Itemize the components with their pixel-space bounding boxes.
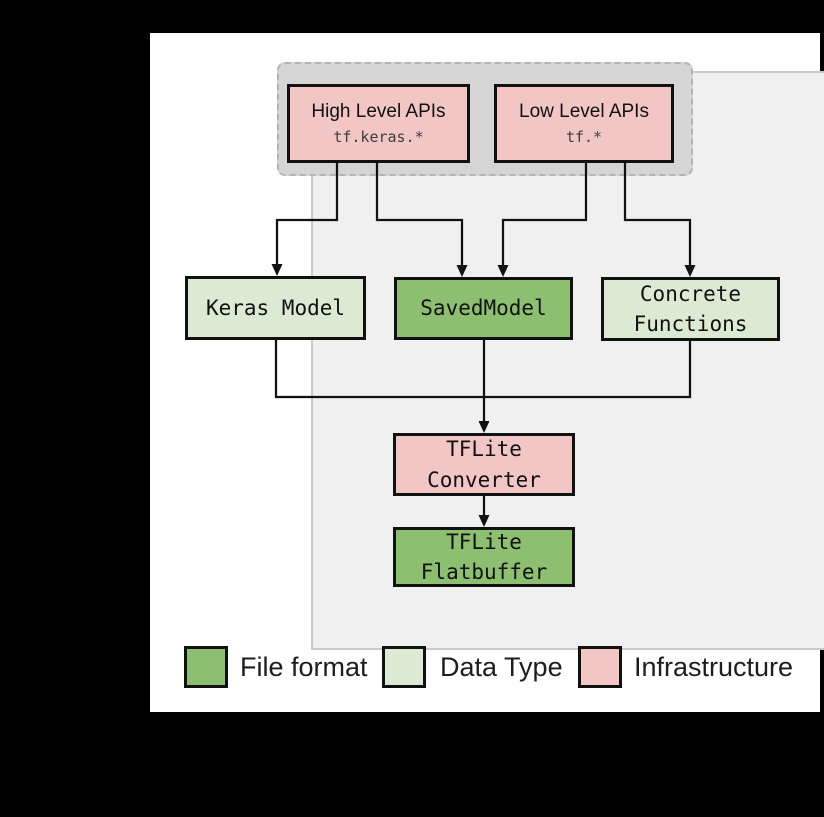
legend-label-file-format: File format — [240, 651, 368, 682]
node-keras-model: Keras Model — [185, 276, 366, 340]
node-concrete-functions: Concrete Functions — [601, 277, 780, 341]
legend-swatch-data-type — [382, 646, 426, 688]
node-tflite-converter: TFLite Converter — [393, 433, 575, 496]
node-saved-model-label: SavedModel — [420, 296, 547, 321]
node-high-level-apis: High Level APIs tf.keras.* — [287, 84, 470, 163]
node-keras-model-label: Keras Model — [205, 295, 346, 320]
node-tflite-flatbuffer: TFLite Flatbuffer — [393, 527, 575, 587]
node-high-level-apis-sublabel: tf.keras.* — [333, 127, 424, 146]
node-concrete-functions-label: Concrete Functions — [633, 281, 748, 336]
node-low-level-apis: Low Level APIs tf.* — [494, 84, 674, 163]
legend-swatch-file-format — [184, 646, 228, 688]
node-low-level-apis-label: Low Level APIs — [519, 101, 649, 123]
node-saved-model: SavedModel — [394, 277, 573, 340]
legend-swatch-infrastructure — [578, 646, 622, 688]
node-tflite-flatbuffer-label: TFLite Flatbuffer — [420, 529, 548, 584]
node-tflite-converter-label: TFLite Converter — [427, 437, 541, 492]
legend-label-infrastructure: Infrastructure — [634, 651, 794, 682]
node-low-level-apis-sublabel: tf.* — [565, 127, 603, 146]
node-high-level-apis-label: High Level APIs — [311, 101, 446, 123]
legend-label-data-type: Data Type — [440, 651, 563, 682]
